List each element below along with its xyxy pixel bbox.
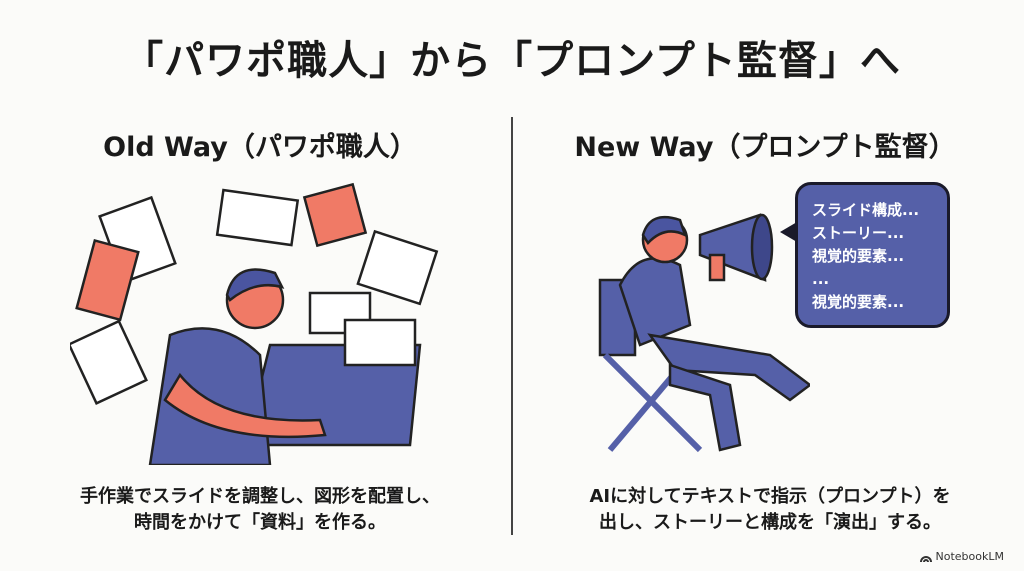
window-icon [343, 318, 417, 367]
new-way-heading: New Way（プロンプト監督） [574, 132, 956, 163]
bubble-line: スライド構成... [812, 201, 920, 219]
document-icon [302, 182, 368, 248]
director-illustration [598, 213, 810, 453]
bubble-line: ストーリー... [812, 224, 905, 242]
bubble-line: ... [812, 270, 830, 288]
old-way-heading: Old Way（パワポ職人） [103, 132, 417, 163]
caption-line: 手作業でスライドを調整し、図形を配置し、 [80, 486, 440, 507]
bubble-line: 視覚的要素... [812, 247, 905, 265]
bubble-line: 視覚的要素... [812, 293, 905, 311]
person-arm [163, 372, 327, 439]
speech-bubble: スライド構成... ストーリー... 視覚的要素... ... 視覚的要素... [795, 182, 950, 328]
speech-bubble-tail [780, 222, 797, 242]
old-way-caption: 手作業でスライドを調整し、図形を配置し、 時間をかけて「資料」を作る。 [20, 484, 500, 536]
watermark-text: NotebookLM [935, 550, 1004, 563]
caption-line: 時間をかけて「資料」を作る。 [134, 512, 386, 533]
overworked-worker-illustration [70, 182, 439, 465]
document-icon [70, 319, 148, 405]
megaphone-icon [698, 213, 767, 282]
caption-line: 出し、ストーリーと構成を「演出」する。 [599, 512, 941, 533]
notebooklm-logo-icon [919, 555, 932, 562]
divider [511, 117, 513, 535]
document-icon [215, 188, 300, 247]
notebooklm-watermark: NotebookLM [919, 550, 1004, 563]
slide-title: 「パワポ職人」から「プロンプト監督」へ [123, 38, 901, 84]
new-way-caption: AIに対してテキストで指示（プロンプト）を 出し、ストーリーと構成を「演出」する… [530, 484, 1010, 536]
document-icon [356, 229, 439, 306]
chair-back [598, 278, 637, 357]
document-icon [75, 238, 140, 322]
caption-line: AIに対してテキストで指示（プロンプト）を [589, 486, 951, 507]
